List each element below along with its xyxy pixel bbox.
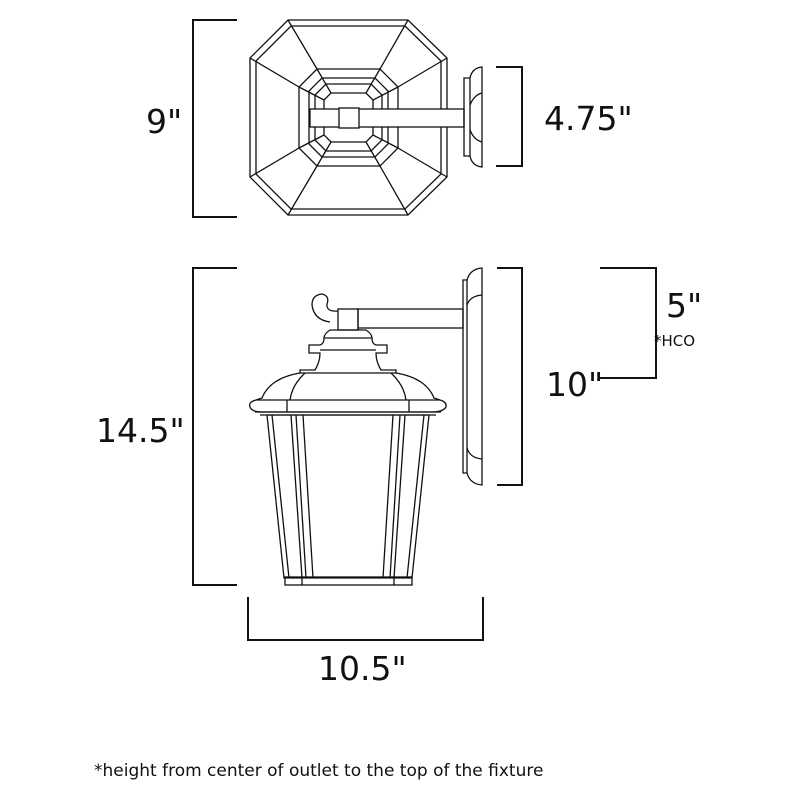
label-top-height: 9" [146,102,182,141]
footnote: *height from center of outlet to the top… [94,761,543,781]
dimension-width-side [247,597,484,641]
label-hco-caption: *HCO [654,332,695,350]
dimension-hco [600,267,657,379]
label-side-height: 14.5" [96,411,185,450]
label-side-width: 10.5" [318,649,407,688]
top-view-lantern [249,19,483,216]
dimension-height-side [192,267,237,586]
dimension-backplate-height [497,267,523,486]
label-hco: 5" [666,286,702,325]
label-backplate-height: 10" [546,365,603,404]
label-backplate-width: 4.75" [544,99,633,138]
dimension-backplate-width [496,66,523,167]
side-view-lantern [248,267,483,586]
dimension-height-top [192,19,237,218]
